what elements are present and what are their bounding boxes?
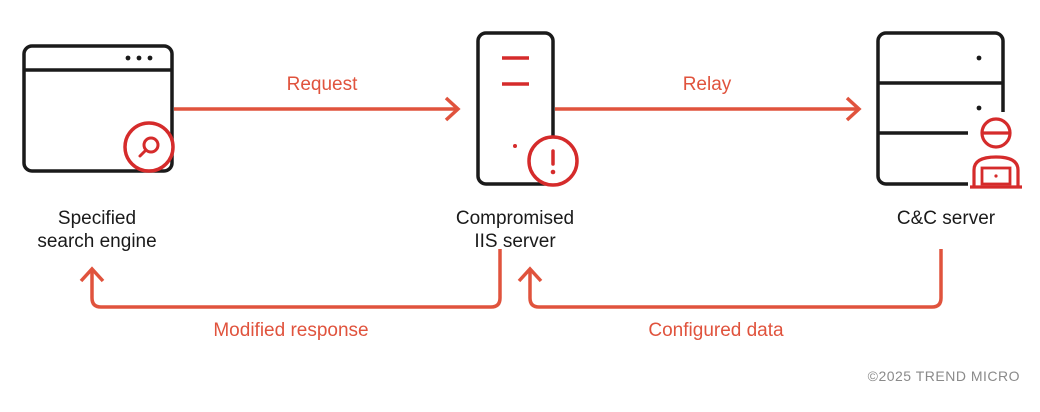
magnifier-icon [123, 121, 175, 173]
iis-server-label-line1: Compromised [455, 208, 575, 229]
cc-server-label: C&C server [871, 207, 1021, 230]
hacker-icon [968, 112, 1024, 190]
request-arrow [174, 96, 461, 122]
configured-data-label: Configured data [648, 320, 784, 341]
server-icon [476, 31, 555, 186]
warning-icon [527, 135, 579, 187]
search-engine-label-line1: Specified [57, 208, 137, 229]
cc-server-label-line1: C&C server [896, 208, 996, 229]
modified-response-label: Modified response [213, 320, 369, 341]
copyright-text: ©2025 TREND MICRO [867, 368, 1020, 384]
iis-server-label: Compromised IIS server [440, 207, 590, 253]
search-engine-label-line2: search engine [37, 231, 157, 252]
configured-data-arrow [517, 249, 943, 309]
search-engine-label: Specified search engine [22, 207, 172, 253]
relay-arrow [555, 96, 862, 122]
browser-window-icon [22, 44, 174, 173]
modified-response-arrow [79, 249, 502, 309]
request-label: Request [286, 74, 358, 95]
iis-server-label-line2: IIS server [474, 231, 556, 252]
relay-label: Relay [682, 74, 732, 95]
